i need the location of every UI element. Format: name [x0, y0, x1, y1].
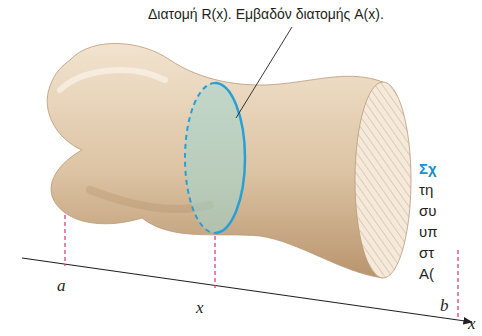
- guide-a: [64, 208, 65, 266]
- section-caption: Διατομή R(x). Εμβαδόν διατομής A(x).: [148, 6, 384, 23]
- cross-section-fill: [185, 83, 245, 233]
- cropped-text: στ: [419, 244, 434, 262]
- axis-mark: b: [440, 296, 449, 316]
- cross-section-back: [185, 83, 215, 233]
- axis-mark: x: [196, 298, 204, 318]
- bone-shape: [47, 43, 383, 278]
- guide-b: [457, 250, 458, 318]
- cropped-text: A(: [419, 265, 434, 283]
- leader-line: [236, 27, 292, 118]
- cropped-text: τη: [419, 181, 433, 199]
- guide-x: [214, 236, 215, 288]
- cropped-text: Σχ: [419, 160, 437, 178]
- cropped-text: υπ: [419, 223, 438, 241]
- cropped-text: συ: [419, 202, 436, 220]
- cut-face: [355, 82, 411, 278]
- cross-section-front: [215, 83, 245, 233]
- axis-mark: a: [57, 276, 66, 296]
- x-axis: [22, 258, 472, 322]
- bone-highlight: [60, 70, 165, 90]
- axis-name: x: [468, 314, 476, 334]
